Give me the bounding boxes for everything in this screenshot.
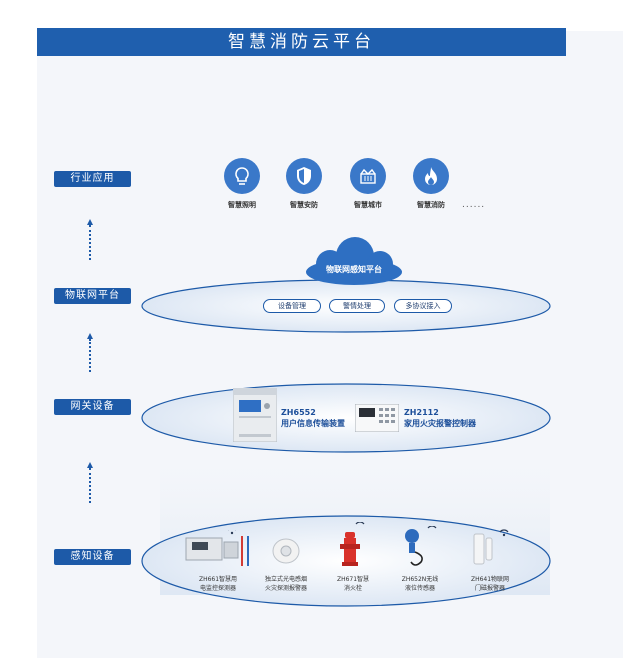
cloud-label: 物联网感知平台: [326, 265, 382, 274]
level-sensor-image: [405, 526, 437, 566]
cloud-icon: [306, 237, 402, 285]
gateway-model-zh6552: ZH6552: [281, 408, 316, 417]
transmission-device-image: [233, 388, 277, 442]
function-multi-protocol: 多协议接入: [394, 299, 452, 313]
sensor-caption-electrical: ZH661智慧用电监控探测器: [198, 576, 238, 592]
bulb-icon: [235, 167, 249, 185]
app-label: 智慧消防: [417, 201, 445, 209]
arrow-up-3: [87, 462, 93, 503]
gateway-name-zh6552: 用户信息传输装置: [281, 419, 345, 428]
layer-label-industry: 行业应用: [54, 171, 131, 187]
apps-more: ......: [462, 200, 486, 210]
app-label: 智慧照明: [228, 201, 256, 209]
layer-label-sensing: 感知设备: [54, 549, 131, 565]
smoke-detector-image: [272, 538, 300, 564]
app-smart-lighting: 智慧照明: [214, 158, 270, 210]
function-alarm-handling: 警情处理: [329, 299, 385, 313]
sensor-caption-smoke: 独立式光电感烟火灾探测报警器: [264, 576, 307, 592]
electrical-monitor-image: [185, 530, 249, 566]
function-device-management: 设备管理: [263, 299, 321, 313]
app-smart-city: 智慧城市: [340, 158, 396, 210]
sensor-caption-door: ZH641物联网门磁报警器: [470, 576, 510, 592]
fire-hydrant-image: [340, 522, 365, 566]
page-title: 智慧消防云平台: [37, 28, 566, 56]
gateway-model-zh2112: ZH2112: [404, 408, 439, 417]
city-icon: [360, 168, 376, 184]
app-smart-security: 智慧安防: [276, 158, 332, 210]
flame-icon: [425, 167, 437, 185]
arrow-up-2: [87, 333, 93, 372]
app-label: 智慧安防: [290, 201, 318, 209]
app-label: 智慧城市: [354, 201, 382, 209]
layer-label-iot-platform: 物联网平台: [54, 288, 131, 304]
shield-icon: [297, 167, 311, 185]
app-smart-fire: 智慧消防: [403, 158, 459, 210]
door-sensor-image: [473, 529, 509, 565]
alarm-controller-image: [355, 404, 399, 432]
layer-label-gateway: 网关设备: [54, 399, 131, 415]
gateway-name-zh2112: 家用火灾报警控制器: [404, 419, 476, 428]
arrow-up-1: [87, 219, 93, 260]
sensor-caption-hydrant: ZH671智慧消火栓: [336, 576, 370, 592]
gateway-ellipse: [141, 383, 551, 453]
sensor-caption-level: ZH652N无线液位传感器: [401, 576, 439, 592]
